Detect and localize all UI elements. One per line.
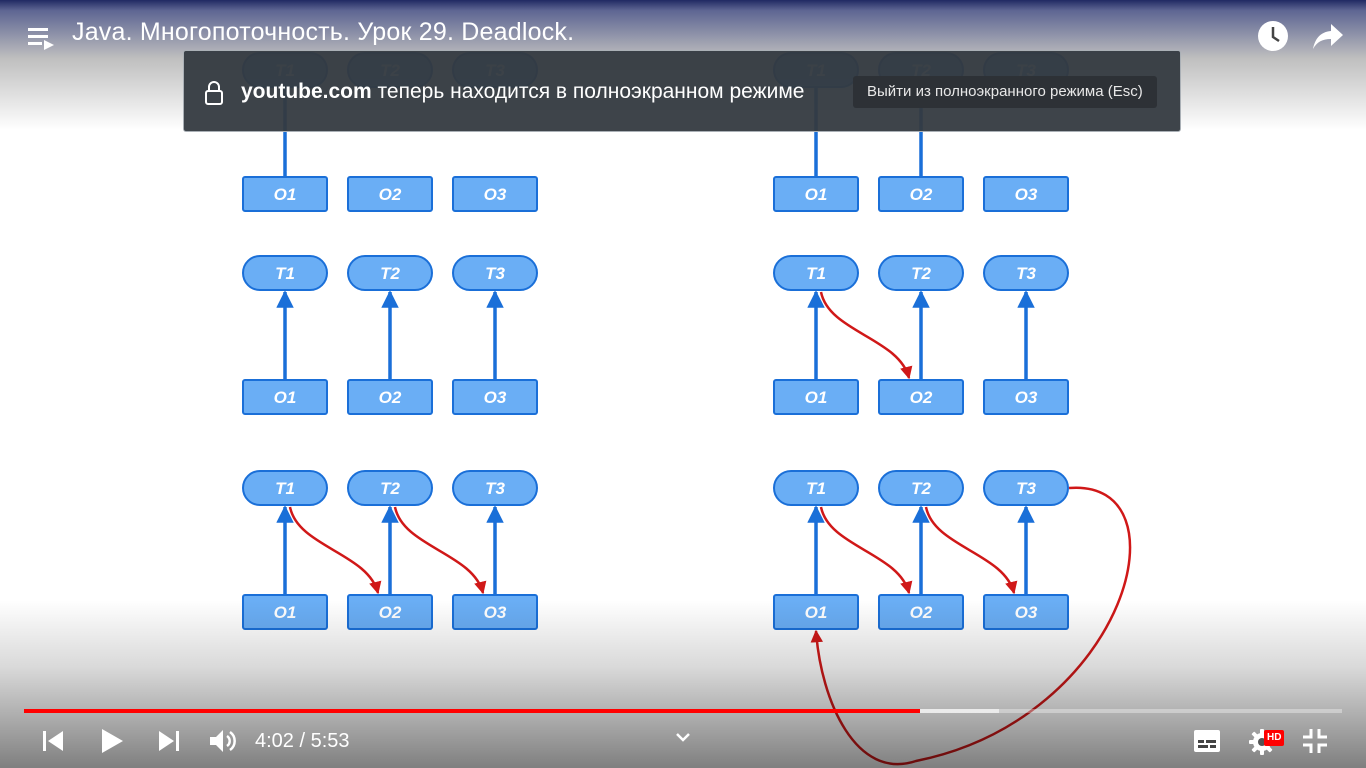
thread-label-mid-left-T3: T3 [485,264,505,283]
share-icon[interactable] [1311,20,1345,57]
thread-node-bottom-left-T1 [242,470,328,506]
thread-node-bottom-right-T1 [773,470,859,506]
thread-node-mid-left-T1 [242,255,328,291]
object-node-mid-right-O1 [773,379,859,415]
object-node-mid-right-O3 [983,379,1069,415]
fullscreen-text: теперь находится в полноэкранном режиме [377,80,805,103]
thread-node-mid-left-T3 [452,255,538,291]
playlist-icon[interactable] [26,24,56,57]
clock-icon[interactable] [1257,20,1289,57]
skip-next-icon[interactable] [156,728,182,759]
fullscreen-domain: youtube.com [241,80,372,103]
object-label-mid-left-O3: O3 [484,388,507,407]
object-label-top-left-O2: O2 [379,185,402,204]
fullscreen-message: youtube.com теперь находится в полноэкра… [241,80,804,104]
object-node-top-left-O2 [347,176,433,212]
object-label-top-right-O1: O1 [805,185,828,204]
progress-bar[interactable] [24,709,1342,713]
thread-node-mid-left-T2 [347,255,433,291]
thread-node-mid-right-T1 [773,255,859,291]
object-label-mid-left-O2: O2 [379,388,402,407]
thread-label-mid-left-T2: T2 [380,264,400,283]
object-label-mid-right-O2: O2 [910,388,933,407]
object-label-top-left-O1: O1 [274,185,297,204]
thread-label-bottom-left-T1: T1 [275,479,295,498]
wait-arrow-mid-right-T1-O2 [819,291,913,380]
thread-node-mid-right-T2 [878,255,964,291]
thread-node-bottom-right-T3 [983,470,1069,506]
object-node-top-right-O3 [983,176,1069,212]
thread-node-bottom-left-T3 [452,470,538,506]
object-node-top-right-O1 [773,176,859,212]
thread-label-bottom-right-T1: T1 [806,479,826,498]
thread-label-bottom-right-T3: T3 [1016,479,1036,498]
object-node-mid-right-O2 [878,379,964,415]
subtitles-icon[interactable] [1193,729,1221,758]
thread-node-bottom-right-T2 [878,470,964,506]
thread-label-mid-left-T1: T1 [275,264,295,283]
play-icon[interactable] [98,726,126,761]
object-node-top-right-O2 [878,176,964,212]
thread-node-bottom-left-T2 [347,470,433,506]
wait-arrow-bottom-left-T2-O3 [393,506,487,595]
thread-label-mid-right-T2: T2 [911,264,931,283]
thread-label-bottom-left-T3: T3 [485,479,505,498]
object-node-mid-left-O1 [242,379,328,415]
object-label-mid-left-O1: O1 [274,388,297,407]
object-node-mid-left-O2 [347,379,433,415]
object-node-top-left-O3 [452,176,538,212]
exit-fullscreen-button[interactable]: Выйти из полноэкранного режима (Esc) [853,76,1157,108]
lock-icon [204,80,224,111]
thread-label-bottom-right-T2: T2 [911,479,931,498]
wait-arrow-bottom-left-T1-O2 [288,506,382,595]
wait-arrow-bottom-right-T2-O3 [924,506,1018,595]
object-node-top-left-O1 [242,176,328,212]
skip-previous-icon[interactable] [40,728,66,759]
object-node-mid-left-O3 [452,379,538,415]
object-label-top-right-O2: O2 [910,185,933,204]
fullscreen-notification: youtube.com теперь находится в полноэкра… [183,50,1181,132]
exit-fullscreen-icon[interactable] [1302,728,1328,759]
object-label-mid-right-O1: O1 [805,388,828,407]
video-title[interactable]: Java. Многопоточность. Урок 29. Deadlock… [72,18,575,46]
thread-node-mid-right-T3 [983,255,1069,291]
hd-badge: HD [1264,730,1285,746]
object-label-top-right-O3: O3 [1015,185,1038,204]
time-total: 5:53 [310,730,350,752]
time-separator: / [299,730,306,752]
thread-label-mid-right-T3: T3 [1016,264,1036,283]
object-label-mid-right-O3: O3 [1015,388,1038,407]
wait-arrow-bottom-right-T1-O2 [819,506,913,595]
thread-label-mid-right-T1: T1 [806,264,826,283]
progress-played [24,709,921,713]
thread-label-bottom-left-T2: T2 [380,479,400,498]
chevron-down-icon[interactable] [674,730,692,749]
time-current: 4:02 [255,730,294,752]
time-display: 4:02 / 5:53 [255,730,350,753]
object-label-top-left-O3: O3 [484,185,507,204]
volume-icon[interactable] [208,727,238,760]
